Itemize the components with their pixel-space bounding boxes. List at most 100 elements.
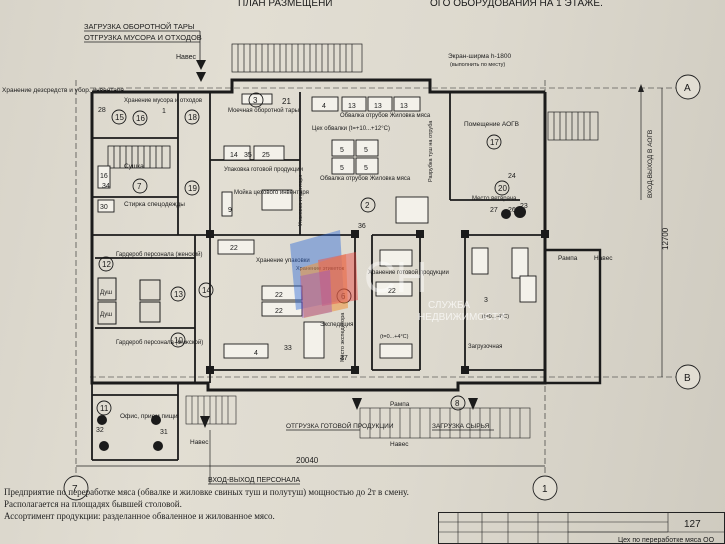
label-entry-staff: ВХОД-ВЫХОД ПЕРСОНАЛА <box>208 477 301 484</box>
watermark-line-1: СЛУЖБА <box>428 300 470 311</box>
note-line-1: Предприятие по переработке мяса (обвалке… <box>4 487 409 497</box>
label-deboning-shop: Цех обвалки (t=+10...+12°C) <box>312 126 390 132</box>
eq-33: 33 <box>284 345 292 352</box>
eq-23: 23 <box>520 203 528 210</box>
label-load-raw: ЗАГРУЗКА СЫРЬЯ <box>432 423 490 430</box>
room-18: 18 <box>188 113 197 122</box>
eq-30: 30 <box>100 204 108 211</box>
label-ship-finished: ОТГРУЗКА ГОТОВОЙ ПРОДУКЦИИ <box>286 421 394 430</box>
axis-b-label: B <box>684 373 691 384</box>
label-loading: Загрузочная <box>468 344 502 350</box>
equipment <box>97 93 537 359</box>
note-line-3: Ассортимент продукции: разделанное обвал… <box>4 511 275 521</box>
label-temp-finished: (t=0...+4°C) <box>380 334 409 340</box>
label-container-wash: Моечная оборотной тары <box>228 107 299 114</box>
axis-7-marker <box>63 475 89 501</box>
room-16: 16 <box>136 114 145 123</box>
label-storage-finished: Хранение готовой продукции <box>368 269 449 276</box>
label-wardrobe-m: Гардероб персонала (мужской) <box>116 339 203 346</box>
axis-b-marker <box>675 364 701 390</box>
eq-22d: 22 <box>388 288 396 295</box>
eq-25: 25 <box>262 152 270 159</box>
label-ramp-1: Рампа <box>558 255 578 262</box>
watermark: CH СЛУЖБА НЕДВИЖИМОСТИ <box>290 230 505 323</box>
room-13: 13 <box>174 290 183 299</box>
stair-hatch-right <box>547 111 599 141</box>
room-15: 15 <box>115 113 124 122</box>
canopy-top-label: Навес <box>176 54 196 61</box>
label-deboning-meat: Обвалка отрубов Жиловка мяса <box>340 113 431 119</box>
stamp-caption: Цех по переработке мяса ОО <box>618 536 715 544</box>
axis-a-label: A <box>684 83 691 94</box>
label-pack-bin: Упаковка инвентаря <box>298 175 304 226</box>
room-11: 11 <box>100 404 109 413</box>
label-shower-cut: Разрубка туш на отруба <box>428 120 434 182</box>
eq-5a: 5 <box>340 147 344 154</box>
label-vet: Место ветврача <box>472 196 517 202</box>
watermark-center: CH <box>364 253 428 302</box>
room-17: 17 <box>490 138 499 147</box>
eq-3: 3 <box>484 297 488 304</box>
label-wash-clothes: Стирка спецодежды <box>124 201 185 208</box>
eq-22c: 22 <box>275 308 283 315</box>
eq-1: 1 <box>162 108 166 115</box>
load-containers-label: ЗАГРУЗКА ОБОРОТНОЙ ТАРЫ <box>84 22 195 31</box>
label-ramp-2: Рампа <box>390 401 410 408</box>
bottom-notes: Предприятие по переработке мяса (обвалке… <box>4 486 414 522</box>
eq-14: 14 <box>230 152 238 159</box>
eq-35: 35 <box>244 152 252 159</box>
canopy-hatch-top <box>231 43 363 73</box>
label-waste: Хранение мусора и отходов <box>124 98 202 104</box>
label-agv-room: Помещение АОГВ <box>464 121 519 128</box>
room-2: 2 <box>365 201 370 210</box>
label-expedition-spot: Место экспедитора <box>340 312 346 362</box>
ship-waste-label: ОТГРУЗКА МУСОРА И ОТХОДОВ <box>84 33 202 42</box>
label-temp-raw: (t=0...-4°C) <box>482 314 509 320</box>
canopy-hatch-bottom <box>359 407 531 439</box>
axis-7-label: 7 <box>72 484 78 495</box>
room-14: 14 <box>202 286 211 295</box>
label-dryer: Сушка <box>124 163 144 170</box>
eq-5c: 5 <box>340 165 344 172</box>
title-block: 127 Цех по переработке мяса ОО <box>438 512 725 544</box>
label-wash-tools: Мойка цехового инвентаря <box>234 189 309 196</box>
label-labels-store: Хранение этикеток <box>296 266 345 272</box>
screen-label: Экран-ширма h-1800 <box>448 53 511 60</box>
label-wardrobe-f: Гардероб персонала (женский) <box>116 251 203 258</box>
eq-34: 34 <box>102 183 110 190</box>
title-left: ПЛАН РАЗМЕЩЕНИ <box>238 0 332 9</box>
eq-5d: 5 <box>364 165 368 172</box>
eq-5b: 5 <box>364 147 368 154</box>
label-expedition: Экспедиция <box>320 322 353 328</box>
eq-22b: 22 <box>275 292 283 299</box>
room-6: 6 <box>341 292 346 301</box>
room-8: 8 <box>455 399 460 408</box>
label-disinfect: Хранение дезсредств и убор. инвентаря <box>2 86 124 94</box>
label-canopy-2: Навес <box>390 441 409 448</box>
eq-31: 31 <box>160 429 168 436</box>
columns <box>206 230 549 374</box>
dimension-height: 12700 <box>661 227 670 250</box>
entry-agv-label: ВХОД-ВЫХОД В АОГВ <box>647 130 654 198</box>
dimension-width: 20040 <box>296 456 319 465</box>
eq-13b: 13 <box>374 103 382 110</box>
screen-note: (выполнить по месту) <box>450 62 505 68</box>
eq-27: 27 <box>490 207 498 214</box>
label-deboning-meat2: Обвалка отрубов Жиловка мяса <box>320 176 411 182</box>
dryer-rack <box>107 145 171 169</box>
eq-9: 9 <box>228 207 232 214</box>
room-21: 21 <box>282 97 291 106</box>
eq-16: 16 <box>100 173 108 180</box>
label-shower-m: Душ <box>100 312 112 318</box>
note-line-2: Располагается на площадях бывшей столово… <box>4 499 182 509</box>
eq-4a: 4 <box>322 103 326 110</box>
eq-4b: 4 <box>254 350 258 357</box>
axis-1-marker <box>532 475 558 501</box>
title-right: ОГО ОБОРУДОВАНИЯ НА 1 ЭТАЖЕ. <box>430 0 603 9</box>
label-office: Офис, прием пищи <box>120 413 178 420</box>
room-10: 10 <box>174 336 183 345</box>
sheet-number: 127 <box>684 519 701 530</box>
room-19: 19 <box>188 184 197 193</box>
